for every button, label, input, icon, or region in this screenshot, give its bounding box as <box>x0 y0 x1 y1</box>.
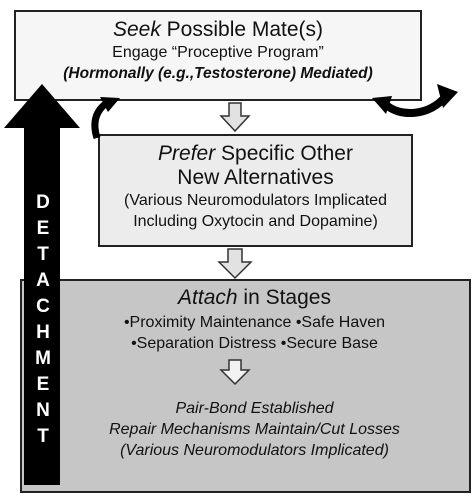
prefer-line3: (Various Neuromodulators Implicated <box>124 192 387 209</box>
down-arrow-icon <box>219 359 251 386</box>
down-arrow-icon <box>219 102 251 133</box>
prefer-title: Prefer Specific Other <box>100 142 411 166</box>
seek-title: Seek Possible Mate(s) <box>16 18 420 42</box>
seek-line3: (Hormonally (e.g.,Testosterone) Mediated… <box>63 65 373 82</box>
attach-title: Attach in Stages <box>40 286 469 310</box>
attach-title-rest: in Stages <box>237 286 331 309</box>
attach-title-emphasis: Attach <box>178 286 238 309</box>
detachment-letter: D <box>36 192 50 213</box>
attach-bullets-line1: •Proximity Maintenance •Safe Haven <box>123 314 386 331</box>
detachment-letter: T <box>37 426 49 447</box>
curved-arrow-left-icon <box>91 97 120 140</box>
prefer-line4: Including Oxytocin and Dopamine) <box>133 213 378 230</box>
detachment-letter: T <box>37 244 49 265</box>
detachment-letter: M <box>35 348 51 369</box>
detachment-arrow-icon <box>4 84 80 485</box>
prefer-title-emphasis: Prefer <box>158 142 216 165</box>
detachment-letter: A <box>36 270 50 291</box>
seek-box: Seek Possible Mate(s) Engage “Proceptive… <box>14 10 422 101</box>
seek-title-emphasis: Seek <box>112 18 161 41</box>
attach-box: Attach in Stages •Proximity Maintenance … <box>20 279 471 493</box>
prefer-box: Prefer Specific Other New Alternatives (… <box>98 134 413 247</box>
attach-bullets-line2: •Separation Distress •Secure Base <box>131 335 378 352</box>
prefer-title-rest: Specific Other <box>215 142 353 165</box>
prefer-line2: New Alternatives <box>177 166 334 189</box>
down-arrow-icon <box>217 248 253 280</box>
seek-line2: Engage “Proceptive Program” <box>112 44 324 61</box>
curved-arrow-right-icon <box>372 84 458 118</box>
detachment-letter: E <box>36 374 50 395</box>
detachment-letter: N <box>36 400 50 421</box>
seek-title-rest: Possible Mate(s) <box>160 18 324 41</box>
detachment-letter: C <box>36 296 50 317</box>
attach-result-line2: Repair Mechanisms Maintain/Cut Losses <box>109 421 400 438</box>
detachment-letter: H <box>36 322 50 343</box>
attach-result-line1: Pair-Bond Established <box>175 400 334 417</box>
attach-result-line3: (Various Neuromodulators Implicated) <box>120 442 389 459</box>
detachment-letter: E <box>36 218 50 239</box>
